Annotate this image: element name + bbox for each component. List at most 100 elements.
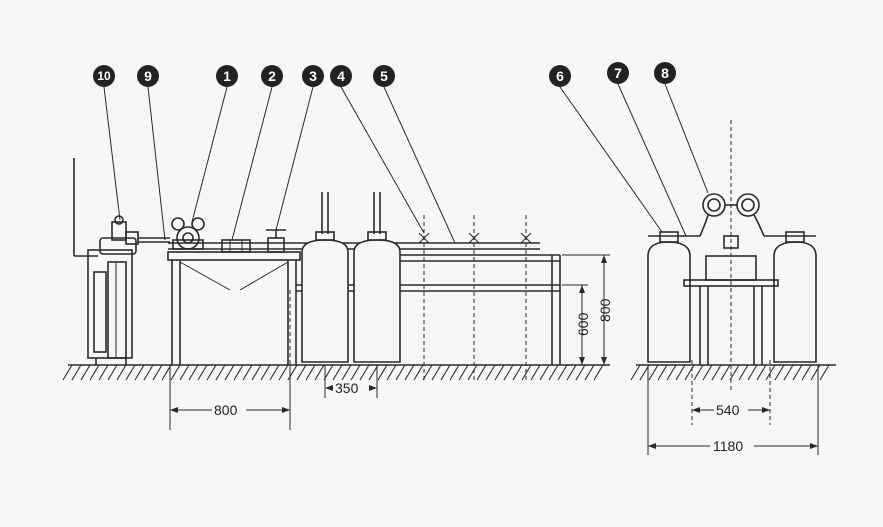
leader-line	[340, 86, 425, 234]
hatch-mark	[431, 364, 442, 381]
hatch-mark	[206, 364, 217, 381]
hatch-mark	[224, 364, 235, 381]
callout-1[interactable]: 1	[216, 65, 238, 87]
hatch-mark	[197, 364, 208, 381]
height-dimension: 600 800	[562, 254, 613, 365]
ground-right	[630, 364, 836, 381]
callout-8-label: 8	[661, 65, 669, 81]
manifold-valve-icon	[520, 232, 532, 244]
callout-10[interactable]: 10	[93, 65, 115, 87]
hatch-mark	[756, 364, 767, 381]
callout-10-label: 10	[97, 69, 111, 83]
hatch-mark	[233, 364, 244, 381]
hatch-mark	[116, 364, 127, 381]
end-view-frame	[683, 120, 779, 425]
hatch-mark	[801, 364, 812, 381]
hatch-mark	[485, 364, 496, 381]
callout-6[interactable]: 6	[549, 65, 571, 87]
end-outer-dimension: 1180	[647, 365, 819, 455]
hatch-mark	[395, 364, 406, 381]
hatch-mark	[89, 364, 100, 381]
hatch-mark	[449, 364, 460, 381]
hatch-mark	[675, 364, 686, 381]
hatch-mark	[702, 364, 713, 381]
leader-line	[664, 83, 709, 194]
hatch-mark	[332, 364, 343, 381]
hatch-mark	[593, 364, 604, 381]
callout-2-label: 2	[268, 68, 276, 84]
callout-7[interactable]: 7	[607, 62, 629, 84]
manifold-valve-icon	[418, 232, 430, 244]
cylinder-left-2	[353, 192, 401, 363]
callout-3[interactable]: 3	[302, 65, 324, 87]
hatch-mark	[774, 364, 785, 381]
height-800-label: 800	[597, 298, 613, 322]
hatch-mark	[413, 364, 424, 381]
hatch-mark	[215, 364, 226, 381]
hatch-mark	[792, 364, 803, 381]
callout-5-label: 5	[380, 68, 388, 84]
hatch-mark	[657, 364, 668, 381]
hatch-mark	[738, 364, 749, 381]
hatch-mark	[440, 364, 451, 381]
hatch-mark	[179, 364, 190, 381]
hatch-mark	[377, 364, 388, 381]
hatch-mark	[566, 364, 577, 381]
leader-line	[559, 86, 663, 233]
hatch-mark	[71, 364, 82, 381]
cylinder-spacing-label: 350	[335, 380, 359, 396]
hatch-mark	[278, 364, 289, 381]
hatch-mark	[458, 364, 469, 381]
cylinder-left-1	[301, 192, 349, 363]
hatch-mark	[341, 364, 352, 381]
wall-unit	[73, 158, 170, 365]
callout-4-label: 4	[337, 68, 345, 84]
hatch-mark	[296, 364, 307, 381]
callout-5[interactable]: 5	[373, 65, 395, 87]
hatch-mark	[476, 364, 487, 381]
leader-line	[103, 86, 121, 221]
hatch-mark	[467, 364, 478, 381]
hatch-mark	[747, 364, 758, 381]
hatch-mark	[693, 364, 704, 381]
end-view-cylinders	[647, 231, 817, 363]
callout-8[interactable]: 8	[654, 62, 676, 84]
end-inner-width-label: 540	[716, 402, 740, 418]
hatch-mark	[584, 364, 595, 381]
hatch-mark	[575, 364, 586, 381]
hatch-mark	[62, 364, 73, 381]
hatch-mark	[80, 364, 91, 381]
hatch-mark	[107, 364, 118, 381]
leader-line	[231, 86, 273, 241]
hatch-mark	[260, 364, 271, 381]
callout-9[interactable]: 9	[137, 65, 159, 87]
leader-line	[147, 86, 166, 241]
manifold-valve-icon	[468, 232, 480, 244]
hatch-mark	[557, 364, 568, 381]
pressure-regulator	[171, 217, 205, 250]
hatch-mark	[783, 364, 794, 381]
hatch-mark	[494, 364, 505, 381]
callout-9-label: 9	[144, 68, 152, 84]
callout-4[interactable]: 4	[330, 65, 352, 87]
table-length-label: 800	[214, 402, 238, 418]
hatch-mark	[684, 364, 695, 381]
callout-7-label: 7	[614, 65, 622, 81]
callout-leaders	[103, 83, 709, 244]
callout-2[interactable]: 2	[261, 65, 283, 87]
cylinder-spacing-dimension: 350	[324, 365, 378, 398]
callout-3-label: 3	[309, 68, 317, 84]
leader-line	[191, 86, 228, 223]
hatch-mark	[170, 364, 181, 381]
hatch-mark	[729, 364, 740, 381]
hatch-mark	[305, 364, 316, 381]
hatch-mark	[404, 364, 415, 381]
hatch-mark	[386, 364, 397, 381]
hatch-mark	[188, 364, 199, 381]
hatch-mark	[819, 364, 830, 381]
hatch-mark	[648, 364, 659, 381]
height-600-label: 600	[575, 312, 591, 336]
hatch-mark	[125, 364, 136, 381]
hatch-mark	[810, 364, 821, 381]
